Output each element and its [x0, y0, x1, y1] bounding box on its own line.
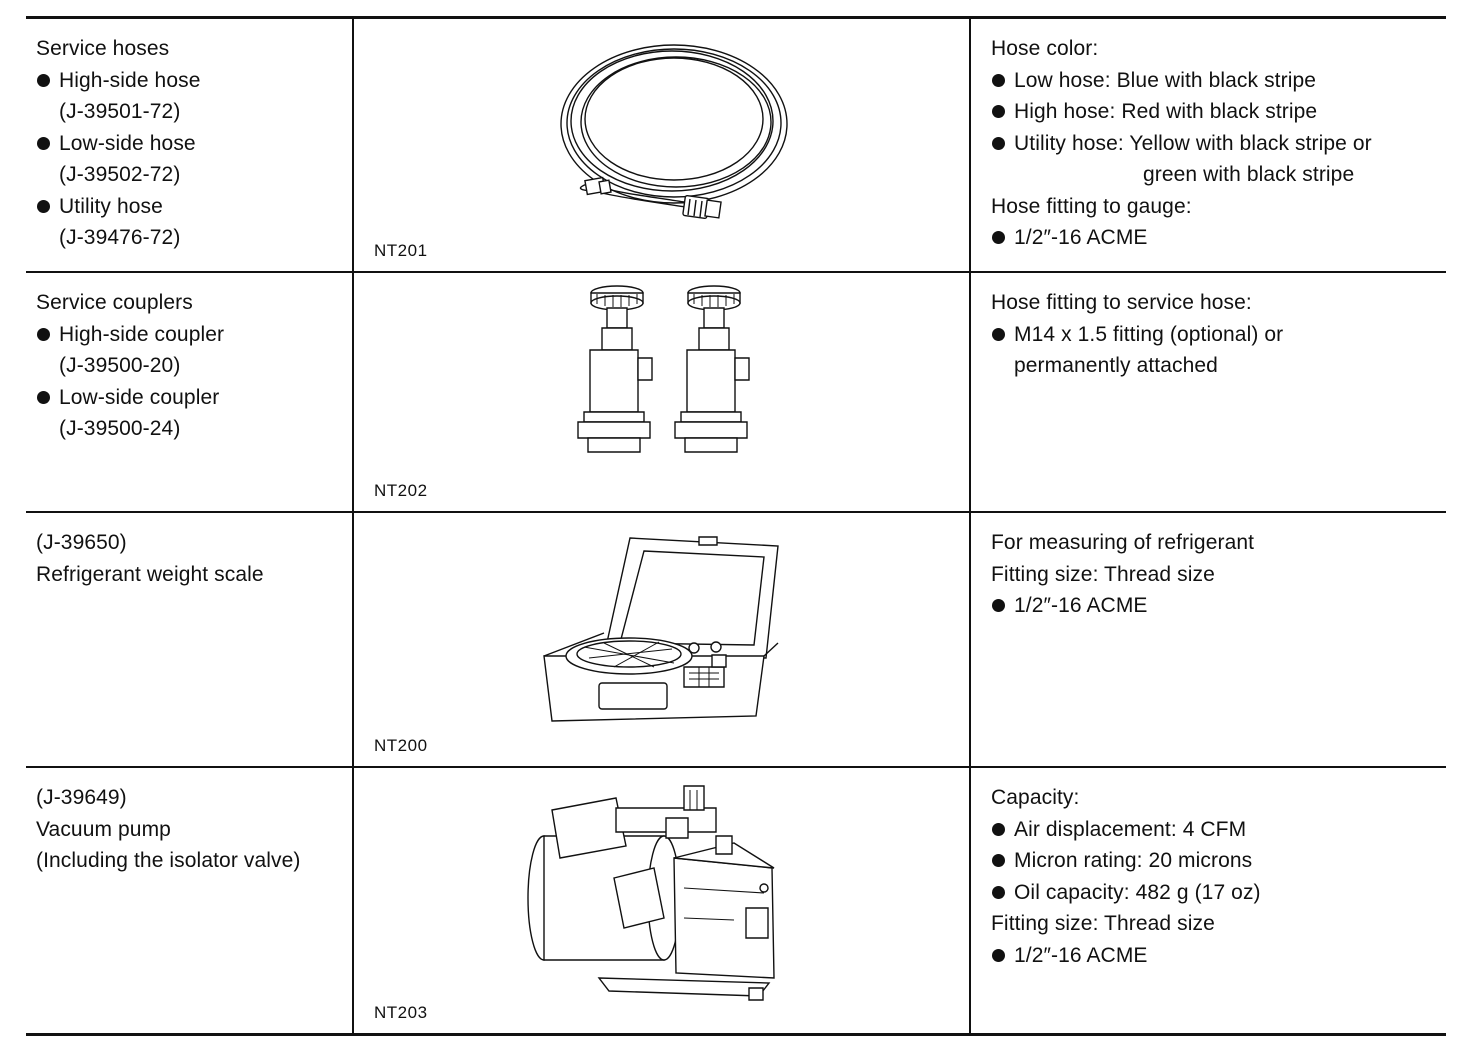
list-item: Low-side coupler	[36, 382, 344, 414]
part-number: (J-39650)	[36, 531, 127, 554]
list-item-continuation: green with black stripe	[1143, 163, 1355, 186]
list-item: 1/2″-16 ACME	[991, 590, 1440, 622]
spec-heading: Fitting size: Thread size	[991, 912, 1215, 935]
part-number: (J-39476-72)	[59, 226, 181, 249]
tool-name: Refrigerant weight scale	[36, 562, 264, 586]
spec-cell: Capacity: Air displacement: 4 CFM Micron…	[971, 768, 1446, 1033]
tool-name: Service hoses	[36, 37, 170, 60]
list-item: 1/2″-16 ACME	[991, 940, 1440, 972]
table-row: Service hoses High-side hose (J-39501-72…	[26, 19, 1446, 273]
figure-code: NT200	[374, 736, 428, 755]
list-item: Oil capacity: 482 g (17 oz)	[991, 877, 1440, 909]
scale-illustration	[354, 513, 969, 766]
figure-code: NT202	[374, 481, 428, 500]
list-item: Utility hose	[36, 191, 344, 223]
tool-name-cell: (J-39649) Vacuum pump (Including the iso…	[26, 768, 354, 1033]
spec-heading: For measuring of refrigerant	[991, 531, 1255, 554]
spec-cell: Hose color: Low hose: Blue with black st…	[971, 19, 1446, 271]
list-item: M14 x 1.5 fitting (optional) or	[991, 319, 1440, 351]
tool-name-cell: Service couplers High-side coupler (J-39…	[26, 273, 354, 511]
list-item: High hose: Red with black stripe	[991, 96, 1440, 128]
table-row: (J-39650) Refrigerant weight scale	[26, 513, 1446, 768]
table-row: (J-39649) Vacuum pump (Including the iso…	[26, 768, 1446, 1033]
spec-cell: For measuring of refrigerant Fitting siz…	[971, 513, 1446, 766]
tool-note: (Including the isolator valve)	[36, 849, 301, 872]
list-item: 1/2″-16 ACME	[991, 222, 1440, 254]
list-item-continuation: permanently attached	[1014, 354, 1218, 377]
tool-name-cell: (J-39650) Refrigerant weight scale	[26, 513, 354, 766]
illustration-cell: NT200	[354, 513, 971, 766]
tool-name: Vacuum pump	[36, 817, 171, 841]
spec-heading: Capacity:	[991, 786, 1080, 809]
list-item: Micron rating: 20 microns	[991, 845, 1440, 877]
part-number: (J-39502-72)	[59, 163, 181, 186]
spec-heading: Hose color:	[991, 37, 1099, 60]
illustration-cell: NT203	[354, 768, 971, 1033]
tool-name-cell: Service hoses High-side hose (J-39501-72…	[26, 19, 354, 271]
list-item: Utility hose: Yellow with black stripe o…	[991, 128, 1440, 160]
spec-cell: Hose fitting to service hose: M14 x 1.5 …	[971, 273, 1446, 511]
illustration-cell: NT201	[354, 19, 971, 271]
list-item: Low hose: Blue with black stripe	[991, 65, 1440, 97]
illustration-cell: NT202	[354, 273, 971, 511]
spec-heading: Hose fitting to service hose:	[991, 291, 1252, 314]
list-item: High-side hose	[36, 65, 344, 97]
list-item: Air displacement: 4 CFM	[991, 814, 1440, 846]
table-row: Service couplers High-side coupler (J-39…	[26, 273, 1446, 513]
figure-code: NT203	[374, 1003, 428, 1022]
coupler-illustration	[354, 273, 969, 511]
spec-heading: Fitting size: Thread size	[991, 562, 1215, 586]
list-item: Low-side hose	[36, 128, 344, 160]
vacuum-pump-illustration	[354, 768, 969, 1033]
part-number: (J-39649)	[36, 786, 127, 809]
figure-code: NT201	[374, 241, 428, 260]
part-number: (J-39500-24)	[59, 417, 181, 440]
list-item: High-side coupler	[36, 319, 344, 351]
tool-name: Service couplers	[36, 291, 193, 314]
spec-heading: Hose fitting to gauge:	[991, 194, 1192, 218]
hose-illustration	[354, 19, 969, 271]
part-number: (J-39500-20)	[59, 354, 181, 377]
tool-table: Service hoses High-side hose (J-39501-72…	[26, 16, 1446, 1036]
part-number: (J-39501-72)	[59, 100, 181, 123]
